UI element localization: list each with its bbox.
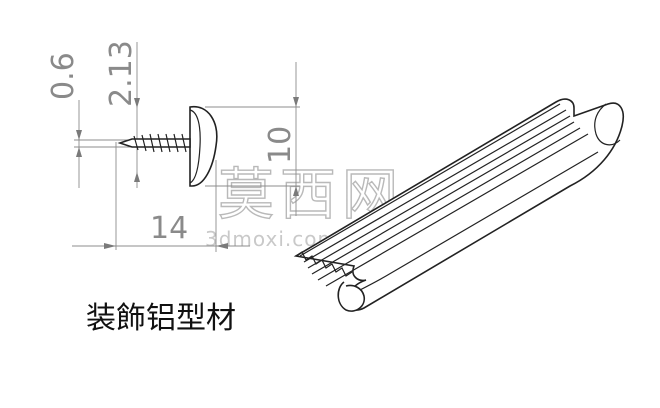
profile-side-view (117, 105, 218, 187)
profile-isometric-view (293, 98, 624, 312)
caption: 装飾铝型材 (86, 301, 236, 336)
watermark: 莫西网 3dmoxi.com (205, 162, 399, 251)
dim-14: 14 (150, 211, 188, 246)
dimension-labels: 0.6 2.13 10 14 (46, 40, 298, 246)
dim-0-6: 0.6 (46, 52, 81, 100)
dim-2-13: 2.13 (104, 40, 139, 107)
dimension-lines (72, 42, 300, 252)
dim-10: 10 (263, 126, 298, 164)
